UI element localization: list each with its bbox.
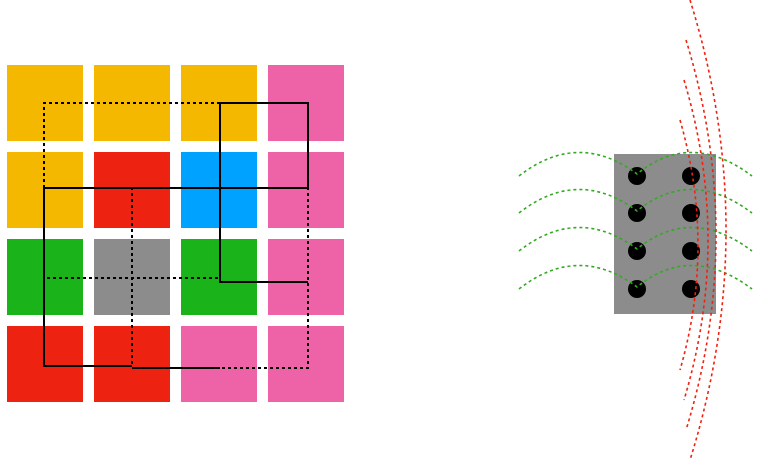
solid-loop-b	[219, 103, 308, 283]
dotted-loop-c	[44, 188, 133, 367]
green-arc	[518, 264, 753, 290]
dotted-loop-b	[220, 103, 309, 369]
block-dot	[628, 167, 646, 185]
red-arc	[685, 39, 717, 431]
red-arc	[679, 119, 699, 371]
block-dot	[628, 280, 646, 298]
grid-cell	[268, 152, 344, 228]
green-arc	[518, 151, 753, 177]
block-dot	[682, 242, 700, 260]
grid-cell	[268, 326, 344, 402]
block-dot	[682, 280, 700, 298]
grid-cell	[268, 239, 344, 315]
block-dot	[682, 204, 700, 222]
block-dot	[628, 242, 646, 260]
color-grid	[7, 65, 344, 402]
block-dot	[628, 204, 646, 222]
red-wave-arcs	[679, 0, 727, 461]
red-arc	[689, 0, 727, 461]
red-arc	[683, 79, 709, 401]
loop-paths	[43, 102, 309, 369]
grid-cell	[181, 326, 257, 402]
block-dot	[682, 167, 700, 185]
